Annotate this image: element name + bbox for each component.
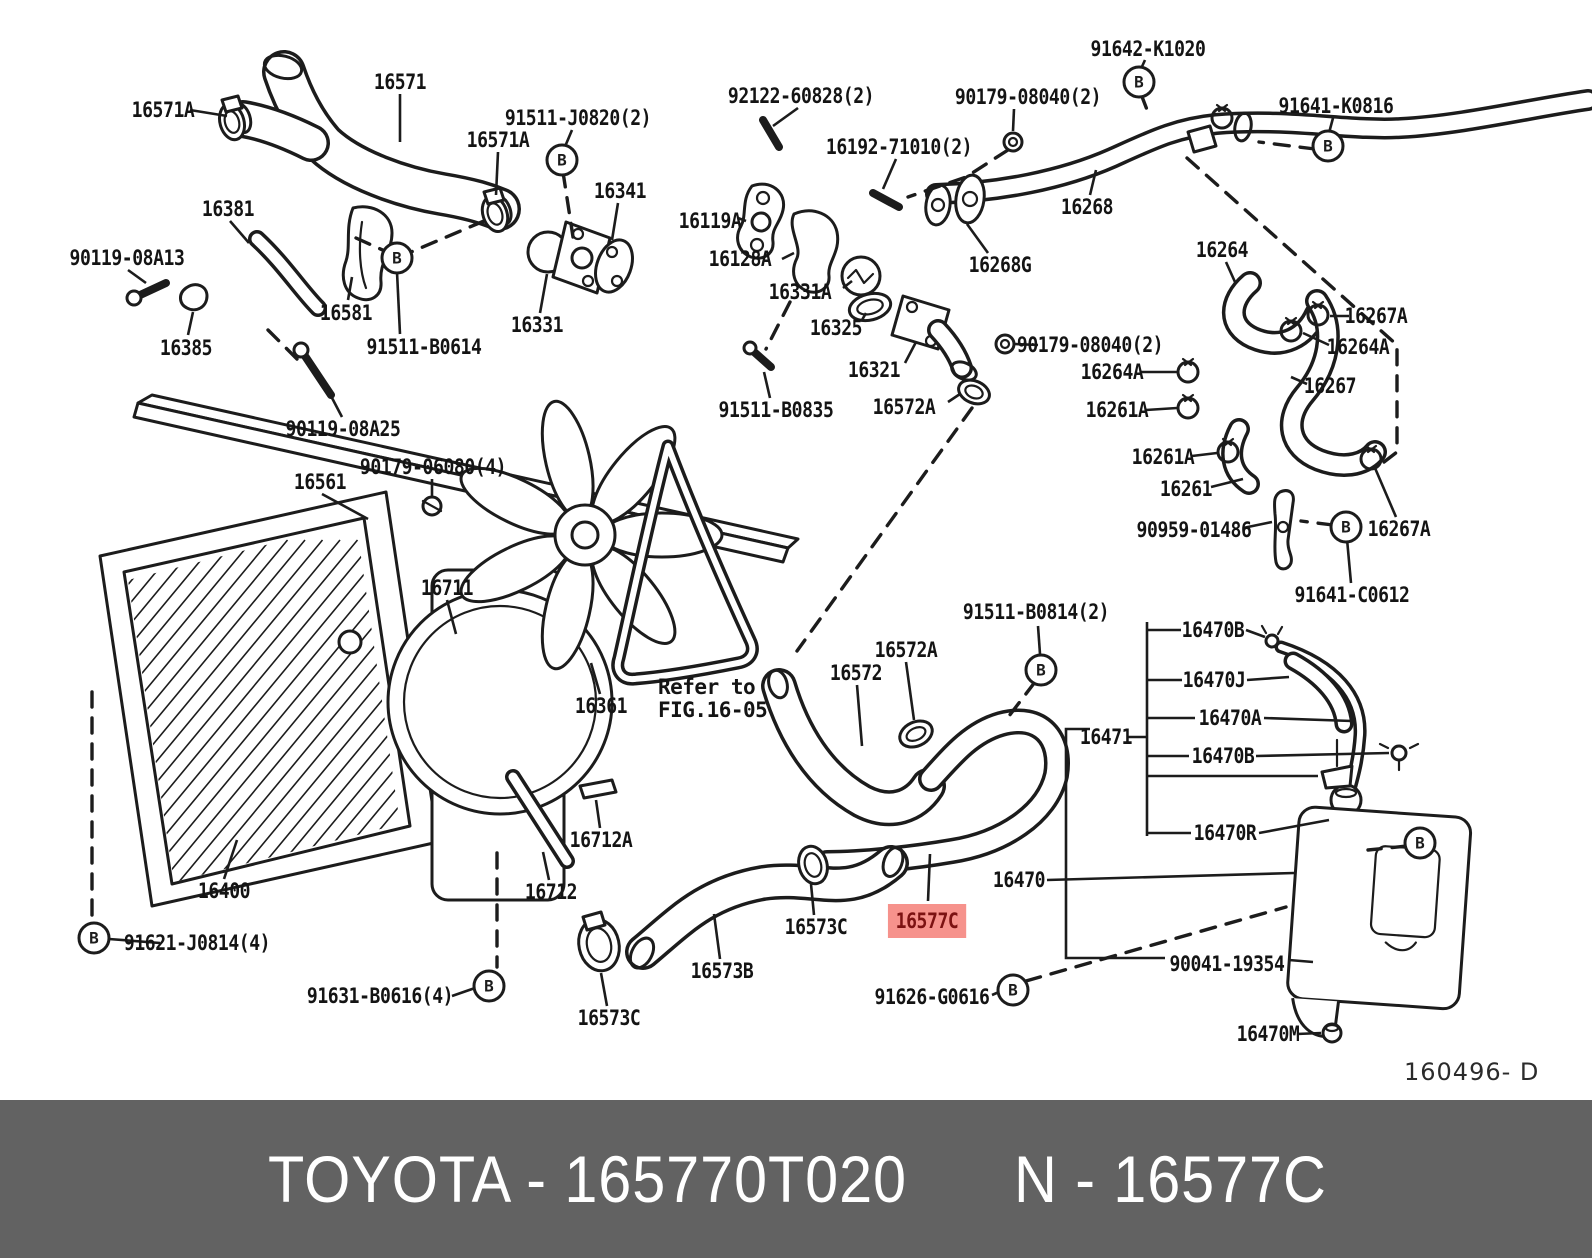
thermostat-cluster-illustration — [736, 111, 1253, 406]
part-label: 16268 — [1060, 195, 1114, 219]
part-label: 16381 — [201, 197, 255, 221]
part-label: 16268G — [968, 253, 1032, 277]
b-connector-symbol: B — [1403, 826, 1437, 860]
part-label: 16261A — [1131, 445, 1195, 469]
part-label: 90119-08A25 — [285, 417, 401, 441]
part-label: 90179-08040(2) — [954, 85, 1102, 109]
part-label-highlighted: 16577C — [887, 904, 967, 938]
b-connector-symbol: B — [380, 241, 414, 275]
part-label: 91511-B0814(2) — [962, 600, 1110, 624]
b-connector-symbol: B — [1311, 129, 1345, 163]
part-label: 16561 — [293, 470, 347, 494]
part-label: 16470B — [1181, 618, 1245, 642]
figure-code: 160496- D — [1404, 1058, 1540, 1086]
b-connector-symbol: B — [1122, 65, 1156, 99]
radiator-hose-clamps-illustration — [218, 94, 934, 973]
part-label: 16571A — [466, 128, 530, 152]
part-label: 16264 — [1195, 238, 1249, 262]
b-connector-symbol: B — [996, 973, 1030, 1007]
part-label: 92122-60828(2) — [727, 84, 875, 108]
b-connector-symbol: B — [1329, 510, 1363, 544]
b-connector-symbol: B — [545, 143, 579, 177]
leader-lines — [108, 59, 1398, 1036]
part-label: 16192-71010(2) — [825, 135, 973, 159]
part-label: 91642-K1020 — [1090, 37, 1206, 61]
refer-to-note-line1: Refer to — [658, 675, 756, 699]
part-label: 16571A — [131, 98, 195, 122]
fan-illustration — [459, 399, 724, 671]
part-label: 16261A — [1085, 398, 1149, 422]
part-label: 16573B — [690, 959, 754, 983]
part-label: 16267A — [1367, 517, 1431, 541]
diagram-art — [90, 50, 1592, 1044]
part-label: 16470A — [1198, 706, 1262, 730]
part-label: 16470J — [1182, 668, 1246, 692]
part-label: 16573C — [784, 915, 848, 939]
part-label: 16712 — [524, 880, 578, 904]
part-label: 16581 — [319, 301, 373, 325]
part-label: 90179-06080(4) — [359, 455, 507, 479]
part-label: 16331 — [510, 313, 564, 337]
water-outlet-illustration — [125, 205, 634, 800]
part-label: 16321 — [847, 358, 901, 382]
part-label: 91641-C0612 — [1294, 583, 1410, 607]
banner-part-code: N - 16577C — [1014, 1142, 1327, 1216]
part-label: 16331A — [768, 280, 832, 304]
reservoir-tank-illustration — [1260, 624, 1473, 1044]
part-label: 16471 — [1079, 725, 1133, 749]
part-label: 90959-01486 — [1136, 518, 1252, 542]
part-label: 16264A — [1080, 360, 1144, 384]
part-label: 16470R — [1193, 821, 1257, 845]
part-label: 91511-J0820(2) — [504, 106, 652, 130]
part-label: 16119A — [678, 209, 742, 233]
part-label: 16712A — [569, 828, 633, 852]
belt-illustration — [614, 443, 756, 683]
part-label: 16264A — [1326, 335, 1390, 359]
hoses-illustration — [224, 50, 1592, 970]
part-label: 91631-B0616(4) — [306, 984, 454, 1008]
part-label: 90179-08040(2) — [1016, 333, 1164, 357]
refer-to-note-line2: FIG.16-05 — [658, 698, 768, 722]
footer-banner: TOYOTA - 165770T020 N - 16577C — [0, 1100, 1592, 1258]
b-connector-symbol: B — [77, 921, 111, 955]
part-label: 90041-19354 — [1169, 952, 1285, 976]
part-label: 16341 — [593, 179, 647, 203]
part-label: 16572A — [872, 395, 936, 419]
b-connector-symbol: B — [1024, 653, 1058, 687]
part-label: 16267A — [1344, 304, 1408, 328]
banner-part-number: TOYOTA - 165770T020 — [268, 1142, 907, 1216]
part-label: 90119-08A13 — [69, 246, 185, 270]
part-label: 91621-J0814(4) — [123, 931, 271, 955]
part-label: 16361 — [574, 694, 628, 718]
refer-to-note: Refer to FIG.16-05 — [658, 675, 768, 722]
part-label: 91626-G0616 — [874, 985, 990, 1009]
part-label: 16470 — [992, 868, 1046, 892]
part-label: 16711 — [420, 576, 474, 600]
part-label: 91641-K0816 — [1278, 94, 1394, 118]
part-label: 16572 — [829, 661, 883, 685]
part-label: 16400 — [197, 879, 251, 903]
part-label: 91511-B0614 — [366, 335, 482, 359]
part-label: 16573C — [577, 1006, 641, 1030]
part-label: 16261 — [1159, 477, 1213, 501]
b-connector-symbol: B — [472, 969, 506, 1003]
part-label: 16571 — [373, 70, 427, 94]
part-label: 16572A — [874, 638, 938, 662]
part-label: 16470M — [1236, 1022, 1300, 1046]
heater-hose-clamps-illustration — [1176, 103, 1383, 571]
part-label: 16267 — [1303, 374, 1357, 398]
part-label: 16385 — [159, 336, 213, 360]
part-label: 16128A — [708, 247, 772, 271]
part-label: 16470B — [1191, 744, 1255, 768]
part-label: 91511-B0835 — [718, 398, 834, 422]
part-label: 16325 — [809, 316, 863, 340]
